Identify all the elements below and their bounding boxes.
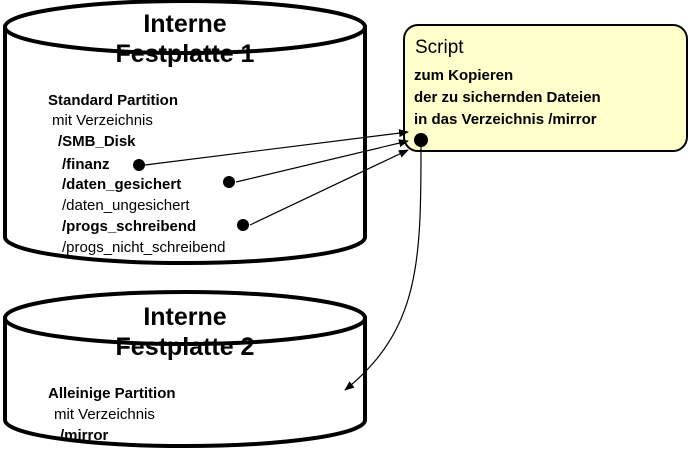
script-box-line-1: zum Kopieren	[414, 67, 514, 84]
disk1-dir-progs-schreibend[interactable]: /progs_schreibend	[62, 218, 197, 235]
script-box-line-2: der zu sichernden Dateien	[414, 89, 601, 106]
disk2-root-dir: /mirror	[60, 427, 109, 444]
script-box-line-3: in das Verzeichnis /mirror	[414, 111, 597, 128]
disk1-dir-progs-nicht-schreibend[interactable]: /progs_nicht_schreibend	[62, 239, 226, 256]
connector-script-to-disk2	[344, 146, 422, 391]
disk2-sub-label: mit Verzeichnis	[54, 406, 155, 423]
disk1-dir-finanz[interactable]: /finanz	[62, 156, 110, 173]
connector-daten-gesichert	[235, 139, 409, 183]
disk1-dir-daten-gesichert-dot	[223, 176, 235, 188]
disk1-dir-finanz-dot	[133, 159, 145, 171]
disk1-dir-daten-ungesichert[interactable]: /daten_ungesichert	[62, 197, 190, 214]
disk1-dir-progs-schreibend-dot	[237, 219, 249, 231]
script-junction-dot	[414, 133, 428, 147]
disk2-title-line1: Interne	[143, 303, 227, 331]
disk1-sub-label: mit Verzeichnis	[52, 112, 153, 129]
disk1-partition-label: Standard Partition	[48, 92, 179, 109]
connector-finanz	[144, 129, 409, 166]
disk2-title-line2: Festplatte 2	[115, 333, 255, 361]
disk2-partition-label: Alleinige Partition	[48, 385, 176, 402]
disk1-dir-daten-gesichert[interactable]: /daten_gesichert	[62, 176, 182, 193]
connector-progs-schreibend	[249, 149, 409, 226]
disk1-root-dir: /SMB_Disk	[58, 133, 136, 150]
disk1-title-line1: Interne	[143, 10, 227, 38]
script-box-shape	[403, 24, 688, 152]
disk1-cylinder	[2, 0, 367, 265]
disk2-cylinder	[2, 290, 367, 448]
script-box-title: Script	[415, 37, 464, 58]
disk1-title-line2: Festplatte 1	[115, 40, 255, 68]
